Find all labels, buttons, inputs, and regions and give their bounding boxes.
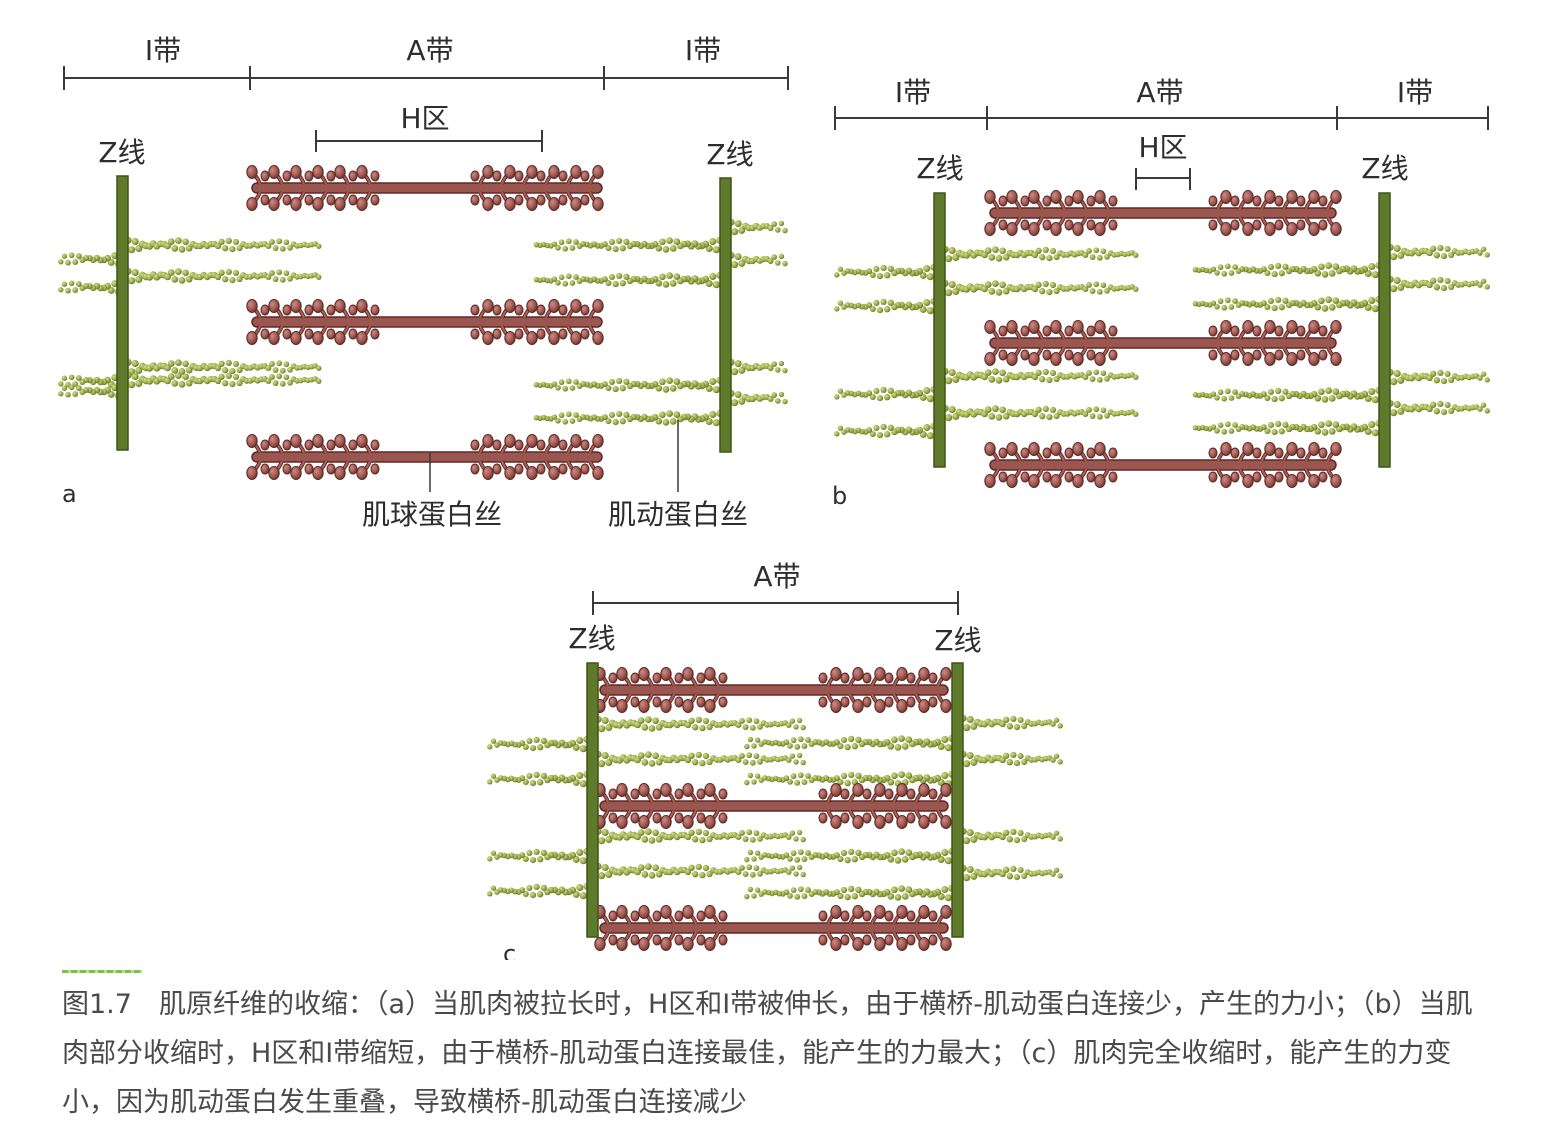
h-zone-label-b: H区 [1138,131,1187,164]
actin-filament [834,385,938,403]
actin-filament [727,218,788,236]
panel-b: I带 A带 I带 H区 Z线 Z线 b [832,76,1490,510]
actin-filament [1192,386,1383,404]
actin-filament [533,376,724,394]
z-line-label-c-left: Z线 [568,622,615,655]
actin-filament [58,278,126,296]
actin-filament [834,263,938,281]
actin-filament [124,371,322,389]
band-label-a: A带 [1136,76,1183,109]
band-bar-c [592,591,959,615]
actin-filament [744,847,956,865]
z-line-c-right [951,662,964,938]
filaments-b [834,190,1490,488]
actin-filament [959,827,1063,845]
actin-filament [1192,295,1383,313]
actin-filament [594,750,806,768]
myosin-filament [246,299,604,345]
actin-filament [727,389,788,407]
z-line-b-right [1378,192,1391,468]
actin-filament [744,734,956,752]
caption-marker [62,970,142,973]
myosin-filament [246,165,604,211]
actin-filament [727,358,788,376]
band-label-i-left: I带 [145,34,181,67]
actin-filament [941,404,1139,422]
panel-c: A带 Z线 Z线 c [487,560,1063,960]
panel-letter-a: a [62,480,77,508]
z-line-b-left [933,192,946,468]
actin-filament [594,715,806,733]
actin-filament [959,750,1063,768]
h-zone-bar-a [315,130,543,152]
band-label-a: A带 [753,560,800,593]
actin-filament [487,847,591,865]
actin-filament [124,267,322,285]
h-zone-label-a: H区 [400,102,449,135]
myosin-filament [984,320,1342,366]
z-line-a-right [719,177,732,453]
band-bar-b [834,106,1489,130]
actin-filament [487,770,591,788]
actin-filament [959,714,1063,732]
actin-filament [941,279,1139,297]
actin-filament [1386,399,1490,417]
myosin-filament [594,905,952,951]
actin-filament [58,250,126,268]
actin-filament [941,245,1139,263]
figure-caption: 图1.7 肌原纤维的收缩：（a）当肌肉被拉长时，H区和I带被伸长，由于横桥-肌动… [62,989,1473,1118]
actin-filament [124,358,322,376]
myosin-filament [594,783,952,829]
actin-filament [834,422,938,440]
z-line-label-a-left: Z线 [98,136,145,169]
actin-filament [834,297,938,315]
panel-letter-b: b [832,482,847,510]
panel-a: I带 A带 I带 H区 Z线 Z线 肌球蛋白丝 肌动蛋白丝 a [58,34,789,531]
z-line-label-b-left: Z线 [916,152,963,185]
actin-filament [727,251,788,269]
panel-letter-c: c [503,940,516,960]
myosin-label: 肌球蛋白丝 [362,498,502,531]
myosin-filament [984,190,1342,236]
band-label-i-right: I带 [685,34,721,67]
band-label-i-left: I带 [895,76,931,109]
actin-filament [744,884,956,902]
actin-filament [533,409,724,427]
actin-filament [1386,243,1490,261]
myosin-filament [984,442,1342,488]
filaments-c [487,667,1063,951]
actin-label: 肌动蛋白丝 [608,498,748,531]
z-line-c-left [586,662,599,938]
actin-filament [1386,275,1490,293]
actin-filament [124,236,322,254]
sarcomere-diagram: I带 A带 I带 H区 Z线 Z线 肌球蛋白丝 肌动蛋白丝 a I带 A带 [58,34,1490,960]
myosin-filament [246,434,604,480]
actin-filament [1386,368,1490,386]
z-line-label-c-right: Z线 [934,624,981,657]
actin-filament [1192,419,1383,437]
actin-filament [594,827,806,845]
actin-filament [533,236,724,254]
z-line-label-b-right: Z线 [1361,152,1408,185]
actin-filament [594,862,806,880]
h-zone-bar-b [1135,168,1191,190]
band-label-i-right: I带 [1397,76,1433,109]
band-label-a: A带 [406,34,453,67]
actin-filament [1192,261,1383,279]
actin-filament [941,367,1139,385]
actin-filament [487,882,591,900]
z-line-label-a-right: Z线 [706,138,753,171]
actin-filament [487,735,591,753]
actin-filament [959,864,1063,882]
z-line-a-left [116,175,129,451]
actin-filament [533,271,724,289]
myosin-filament [594,667,952,713]
band-bar-a [63,66,789,90]
